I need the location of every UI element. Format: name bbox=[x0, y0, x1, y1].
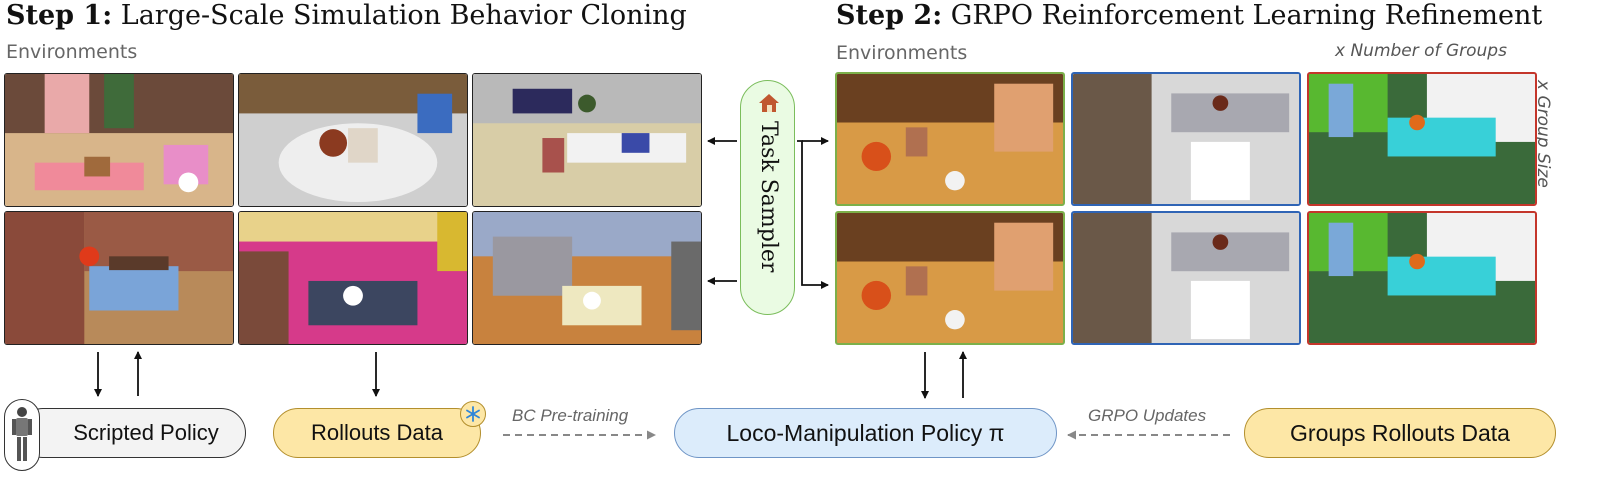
env-image-4 bbox=[4, 211, 234, 345]
step1-title-text: Large-Scale Simulation Behavior Cloning bbox=[120, 0, 687, 31]
step2-title: Step 2: GRPO Reinforcement Learning Refi… bbox=[836, 0, 1542, 40]
group-env-image-2-1 bbox=[835, 211, 1065, 345]
scripted-policy-node: Scripted Policy bbox=[18, 408, 246, 458]
step1-title: Step 1: Large-Scale Simulation Behavior … bbox=[6, 0, 687, 40]
env-image-6 bbox=[472, 211, 702, 345]
env-image-2 bbox=[238, 73, 468, 207]
groups-rollouts-label: Groups Rollouts Data bbox=[1290, 419, 1510, 446]
env-image-3 bbox=[472, 73, 702, 207]
rollouts-data-label: Rollouts Data bbox=[310, 420, 444, 445]
group-env-image-2-3 bbox=[1307, 211, 1537, 345]
bc-pretraining-label: BC Pre-training bbox=[512, 406, 629, 425]
group-env-image-1-2 bbox=[1071, 72, 1301, 206]
step1-prefix: Step 1: bbox=[6, 0, 113, 31]
rollouts-data-node: Rollouts Data bbox=[273, 408, 481, 458]
policy-node: Loco-Manipulation Policy π bbox=[674, 408, 1057, 458]
group-env-image-1-1 bbox=[835, 72, 1065, 206]
policy-label: Loco-Manipulation Policy π bbox=[726, 419, 1005, 446]
step2-title-text: GRPO Reinforcement Learning Refinement bbox=[950, 0, 1543, 31]
snowflake-badge bbox=[460, 401, 486, 427]
env-image-5 bbox=[238, 211, 468, 345]
step1-environments-label: Environments bbox=[6, 41, 138, 63]
groups-rollouts-node: Groups Rollouts Data bbox=[1244, 408, 1556, 458]
step2-prefix: Step 2: bbox=[836, 0, 943, 31]
group-env-image-2-2 bbox=[1071, 211, 1301, 345]
scripted-policy-label: Scripted Policy bbox=[73, 420, 219, 445]
robot-badge bbox=[4, 399, 40, 471]
house-icon bbox=[759, 94, 779, 112]
robot-icon bbox=[12, 407, 32, 461]
task-sampler-box: Task Sampler bbox=[740, 80, 795, 315]
sampler-to-group-row2-arrow bbox=[797, 140, 829, 289]
grpo-updates-label: GRPO Updates bbox=[1088, 406, 1207, 425]
snowflake-icon bbox=[466, 406, 480, 422]
group-env-image-1-3 bbox=[1307, 72, 1537, 206]
env-image-1 bbox=[4, 73, 234, 207]
groups-label: x Number of Groups bbox=[1335, 41, 1507, 61]
step2-environments-label: Environments bbox=[836, 42, 968, 64]
